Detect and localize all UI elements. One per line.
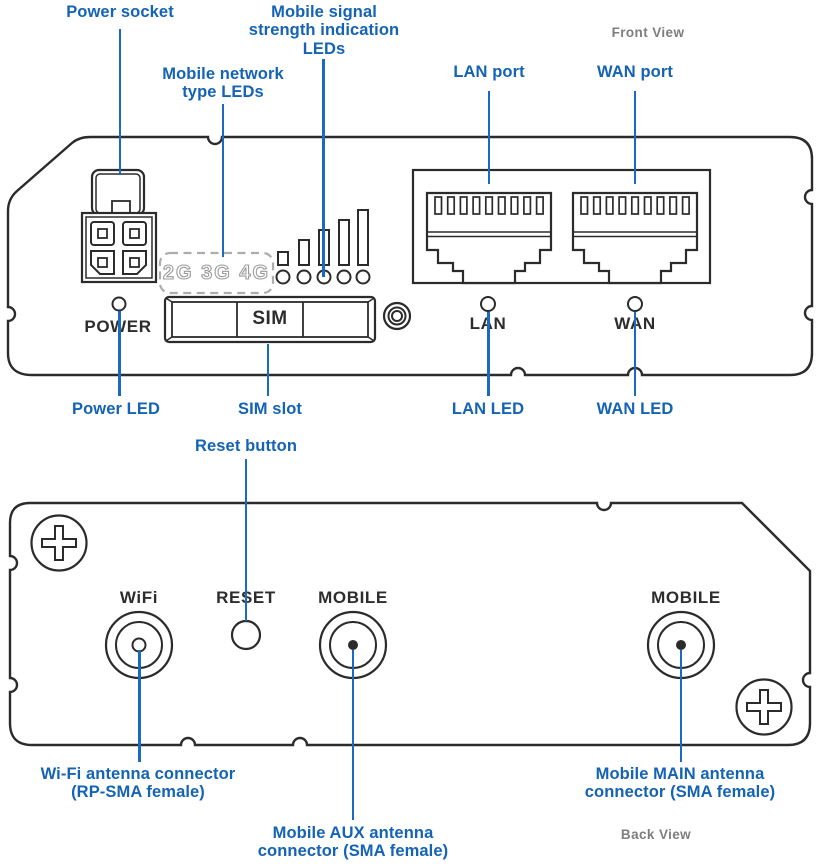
wan-led-leader-line [633, 312, 636, 396]
sim-slot-leader-line [266, 344, 269, 396]
signal-strength-leds [275, 269, 371, 285]
mobile-aux-callout: Mobile AUX antenna connector (SMA female… [257, 824, 449, 861]
power-socket [80, 168, 158, 284]
wifi-antenna-callout: Wi-Fi antenna connector (RP-SMA female) [40, 765, 236, 802]
lan-port-callout: LAN port [453, 63, 525, 81]
mobile-aux-connector [318, 610, 388, 680]
mobile-signal-callout: Mobile signal strength indication LEDs [248, 3, 400, 58]
power-socket-leader-line [118, 29, 121, 175]
lan-led-leader-line [487, 312, 490, 396]
back-panel-drawing [8, 501, 812, 747]
reset-button-leader-line [244, 459, 247, 621]
mobile-main-callout: Mobile MAIN antenna connector (SMA femal… [584, 765, 776, 802]
mobile-left-panel-text: MOBILE [318, 588, 388, 607]
network-type-leds-box [158, 251, 275, 295]
reset-button-callout: Reset button [194, 437, 298, 455]
lan-led [480, 296, 496, 312]
reset-button [230, 619, 262, 651]
front-grommet-rings [382, 301, 412, 331]
mobile-main-connector [646, 610, 716, 680]
power-panel-text: POWER [48, 317, 188, 337]
sim-panel-text: SIM [252, 308, 288, 329]
wan-port-leader-line [633, 91, 636, 184]
power-led-callout: Power LED [71, 400, 160, 418]
lan-led-callout: LAN LED [451, 400, 525, 418]
network-type-leds-text: 2G 3G 4G [162, 261, 271, 284]
screw-top-left-icon [30, 514, 88, 572]
wan-led-callout: WAN LED [596, 400, 674, 418]
power-led [111, 296, 127, 312]
wifi-panel-text: WiFi [119, 588, 159, 607]
mobile-right-panel-text: MOBILE [651, 588, 721, 607]
sim-slot-callout: SIM slot [237, 400, 303, 418]
sim-slot [163, 295, 377, 344]
lan-port-leader-line [487, 91, 490, 184]
power-led-leader-line [118, 311, 121, 396]
front-panel-drawing [6, 135, 814, 377]
wan-port-callout: WAN port [597, 63, 673, 81]
back-panel-outline [8, 501, 812, 747]
power-socket-callout: Power socket [66, 3, 174, 21]
mobile-signal-leader-line [322, 59, 325, 277]
screw-bottom-right-icon [735, 678, 793, 736]
back-view-label: Back View [620, 827, 692, 842]
mobile-aux-leader-line [351, 650, 354, 820]
wifi-antenna-leader-line [138, 650, 141, 762]
mobile-network-leader-line [221, 104, 224, 257]
front-view-label: Front View [611, 25, 685, 40]
mobile-network-callout: Mobile network type LEDs [162, 65, 284, 102]
wan-led [627, 296, 643, 312]
mobile-main-leader-line [679, 650, 682, 762]
